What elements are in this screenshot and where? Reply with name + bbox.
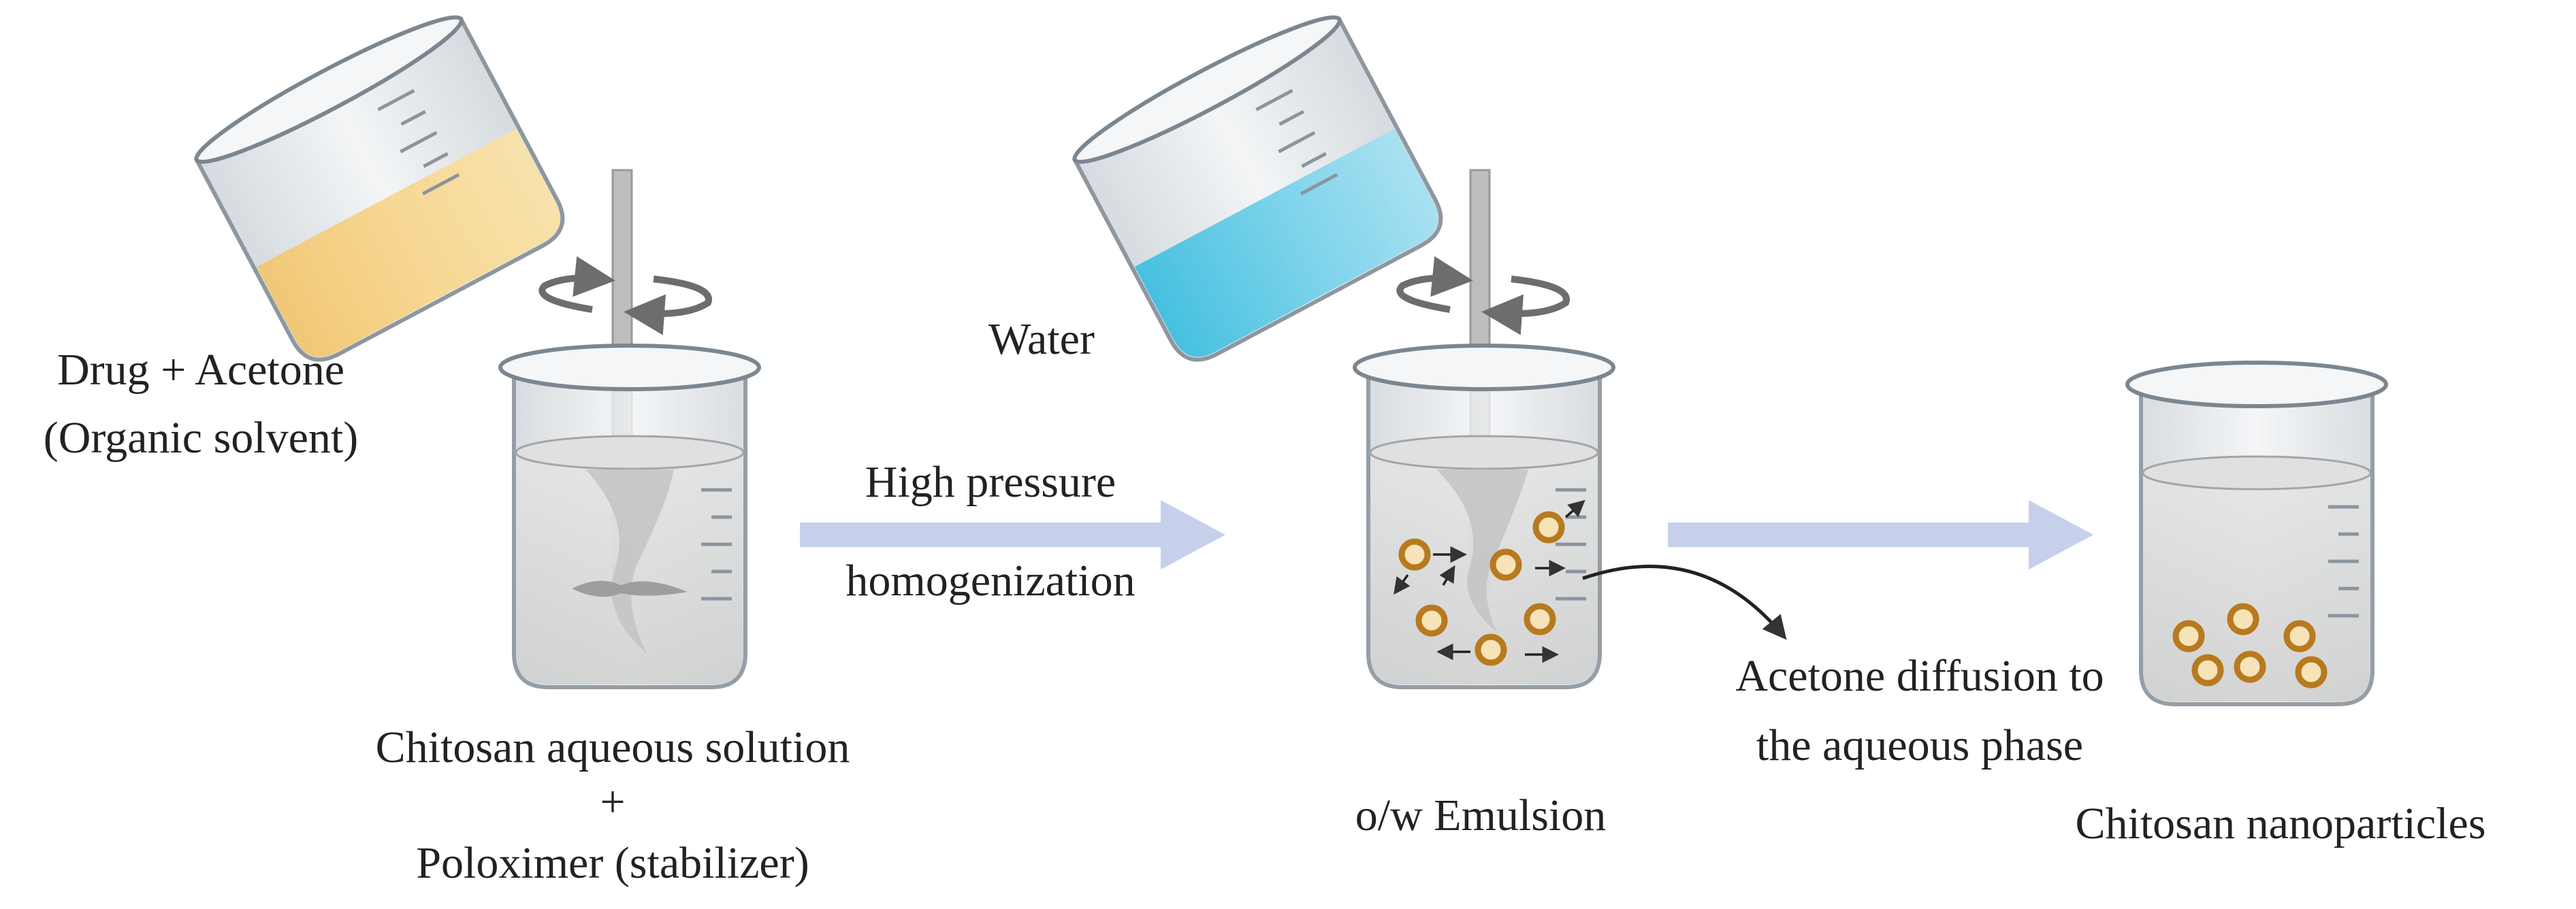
label-organic-solvent: (Organic solvent)	[44, 413, 358, 463]
droplet	[1415, 604, 1448, 637]
droplet	[1490, 548, 1522, 581]
rotation-arrows-2	[1396, 256, 1570, 335]
nanoparticle	[2172, 620, 2205, 652]
motion-arrows	[1394, 499, 1585, 663]
process-arrow-1	[800, 500, 1225, 569]
label-acetone-diffusion-2: the aqueous phase	[1756, 721, 2083, 770]
droplet	[1398, 538, 1431, 571]
beaker-chitosan-solution	[498, 169, 761, 689]
pouring-beaker-water	[1072, 15, 1443, 362]
label-drug-acetone: Drug + Acetone	[57, 345, 344, 395]
nanoparticle	[2227, 603, 2259, 635]
label-chitosan-solution: Chitosan aqueous solution	[376, 723, 850, 772]
impeller-1	[572, 580, 688, 597]
nanoparticle	[2295, 656, 2328, 689]
nanoparticle	[2283, 620, 2316, 652]
label-poloximer: Poloximer (stabilizer)	[416, 838, 809, 888]
emulsion-droplets	[1398, 511, 1565, 666]
droplet	[1532, 511, 1565, 544]
droplet	[1524, 603, 1556, 635]
beaker-nanoparticles	[2125, 361, 2388, 706]
label-high-pressure: High pressure	[865, 457, 1116, 507]
vortex-1	[585, 469, 674, 653]
organic-solvent-liquid	[256, 129, 560, 357]
diffusion-arrow	[1582, 565, 1787, 640]
label-ow-emulsion: o/w Emulsion	[1355, 791, 1607, 840]
process-arrow-2	[1668, 500, 2093, 569]
label-water: Water	[988, 314, 1095, 364]
beaker-emulsion	[1353, 169, 1787, 689]
nanoparticle	[2191, 654, 2224, 687]
pouring-beaker-organic	[193, 15, 565, 362]
nanoparticles	[2172, 603, 2328, 689]
vortex-2	[1436, 469, 1528, 633]
rotation-arrows-1	[538, 256, 712, 335]
water-liquid	[1134, 129, 1438, 357]
label-plus: +	[600, 777, 625, 827]
label-homogenization: homogenization	[846, 556, 1135, 606]
nanoparticle	[2234, 650, 2266, 683]
label-chitosan-nanoparticles: Chitosan nanoparticles	[2075, 799, 2485, 848]
droplet	[1475, 633, 1507, 666]
labels: Drug + Acetone (Organic solvent) Chitosa…	[44, 314, 2486, 888]
label-acetone-diffusion-1: Acetone diffusion to	[1735, 651, 2104, 701]
